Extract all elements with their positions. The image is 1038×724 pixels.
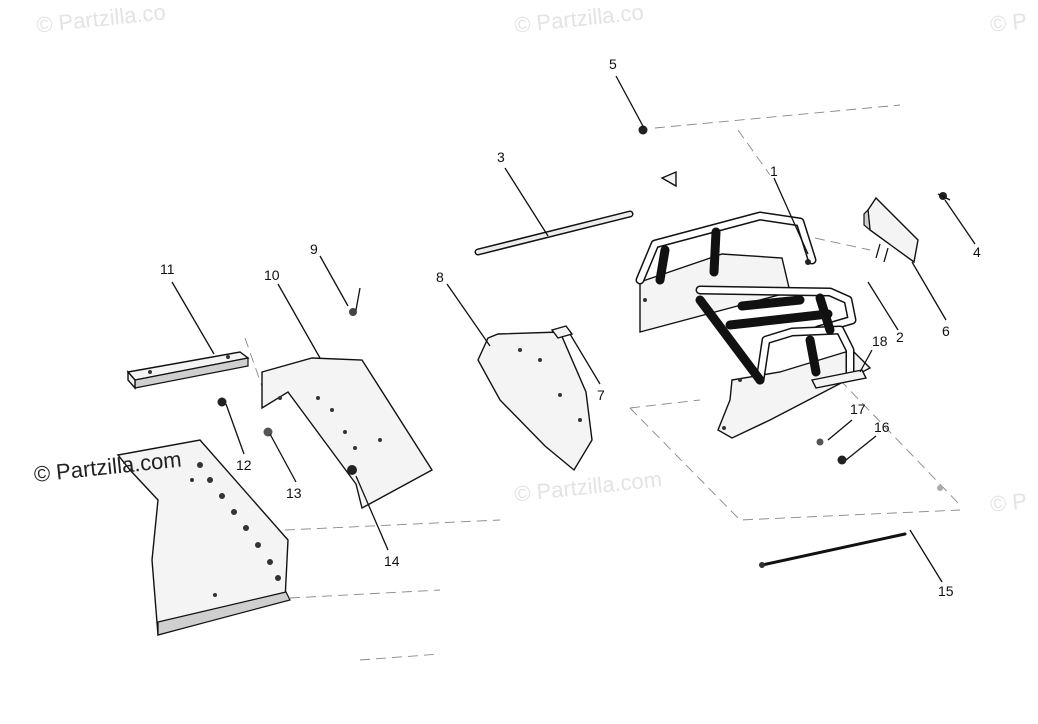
part-panel-8 [477, 331, 593, 472]
callout-15: 15 [938, 583, 954, 599]
part-rack-1 [635, 211, 857, 385]
part-base-frame [639, 253, 872, 439]
part-strip-18 [810, 369, 868, 389]
callout-3: 3 [497, 149, 505, 165]
callout-14: 14 [384, 553, 400, 569]
callout-4: 4 [973, 244, 981, 260]
callout-2: 2 [896, 329, 904, 345]
part-pin-15 [759, 532, 907, 568]
callout-18: 18 [872, 333, 888, 349]
part-side-panel [116, 439, 291, 636]
callout-5: 5 [609, 56, 617, 72]
callout-10: 10 [264, 267, 280, 283]
callout-9: 9 [310, 241, 318, 257]
fasteners [217, 125, 951, 491]
callout-12: 12 [236, 457, 252, 473]
callouts: 1 2 3 4 5 6 7 8 9 10 11 12 13 14 15 16 1… [160, 56, 981, 599]
callout-1: 1 [770, 163, 778, 179]
part-bar-11 [126, 351, 250, 390]
leader-lines [171, 75, 976, 583]
part-plate-10 [261, 357, 433, 510]
part-rod-3 [474, 210, 634, 256]
callout-16: 16 [874, 419, 890, 435]
callout-13: 13 [286, 485, 302, 501]
callout-7: 7 [597, 387, 605, 403]
part-bracket-6 [863, 196, 919, 264]
callout-6: 6 [942, 323, 950, 339]
callout-17: 17 [850, 401, 866, 417]
callout-11: 11 [160, 261, 175, 277]
callout-8: 8 [436, 269, 444, 285]
